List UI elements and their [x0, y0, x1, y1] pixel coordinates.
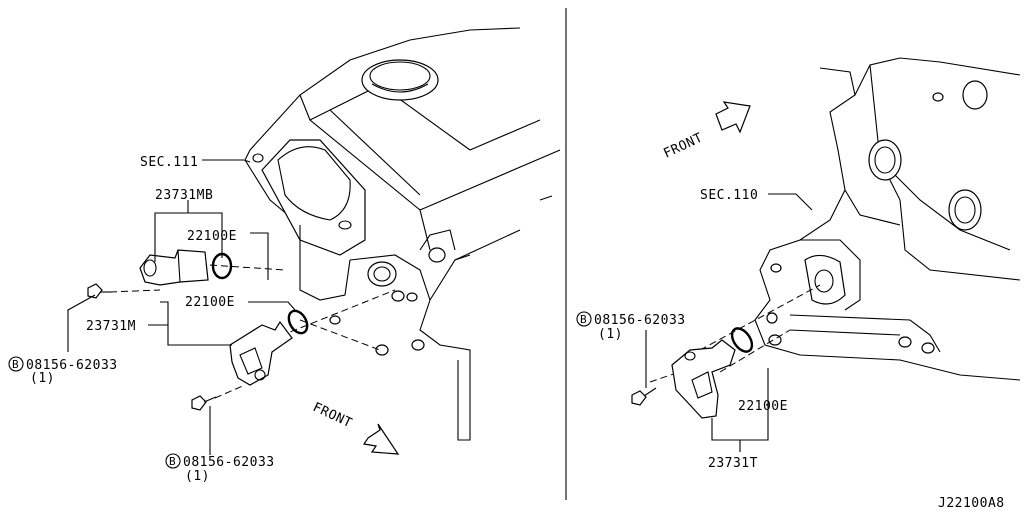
label-bolt-upper-code: 08156-62033 [26, 358, 118, 373]
label-front-right: FRONT [661, 130, 705, 161]
bolt-lower [191, 395, 217, 411]
bolt-upper [87, 283, 112, 299]
label-sec-111: SEC.111 [140, 155, 198, 170]
cam-sensor-lower [229, 320, 293, 386]
label-23731m: 23731M [86, 319, 136, 334]
cam-sensor-upper [139, 249, 209, 286]
label-bolt-upper-qty: (1) [30, 371, 55, 386]
right-engine-block [754, 57, 1021, 381]
front-arrow-right [715, 101, 751, 134]
bolt-symbol-circle-right [576, 311, 592, 327]
cam-sensor-right [671, 339, 736, 419]
label-22100e-lower: 22100E [185, 295, 235, 310]
cam-housing [261, 139, 366, 256]
diagram-id: J22100A8 [938, 496, 1005, 511]
bolt-symbol-circle-upper [8, 356, 24, 372]
label-22100e-upper: 22100E [187, 229, 237, 244]
front-arrow-left [362, 423, 400, 455]
sensor-mount-flange [367, 261, 397, 287]
label-23731mb: 23731MB [155, 188, 213, 203]
o-ring-right [730, 327, 754, 353]
label-bolt-right-qty: (1) [598, 327, 623, 342]
bolt-symbol-circle-lower [165, 453, 181, 469]
label-bolt-lower-qty: (1) [185, 469, 210, 484]
label-sec-110: SEC.110 [700, 188, 758, 203]
left-engine-head [244, 27, 561, 441]
o-ring-lower [287, 309, 309, 335]
left-assembly-lines [109, 264, 396, 399]
label-22100e-right: 22100E [738, 399, 788, 414]
bolt-symbol-right: B [580, 313, 587, 326]
bolt-symbol-lower: B [169, 455, 176, 468]
label-bolt-right-code: 08156-62033 [594, 313, 686, 328]
left-leader-lines [67, 159, 296, 455]
right-leader-lines [645, 193, 813, 452]
label-bolt-lower-code: 08156-62033 [183, 455, 275, 470]
sensor-mount-flange-right [804, 254, 846, 305]
oil-filler-cap [361, 59, 439, 101]
bolt-right [631, 387, 657, 406]
label-23731t: 23731T [708, 456, 758, 471]
label-front-left: FRONT [310, 400, 354, 431]
bolt-symbol-upper: B [12, 358, 19, 371]
